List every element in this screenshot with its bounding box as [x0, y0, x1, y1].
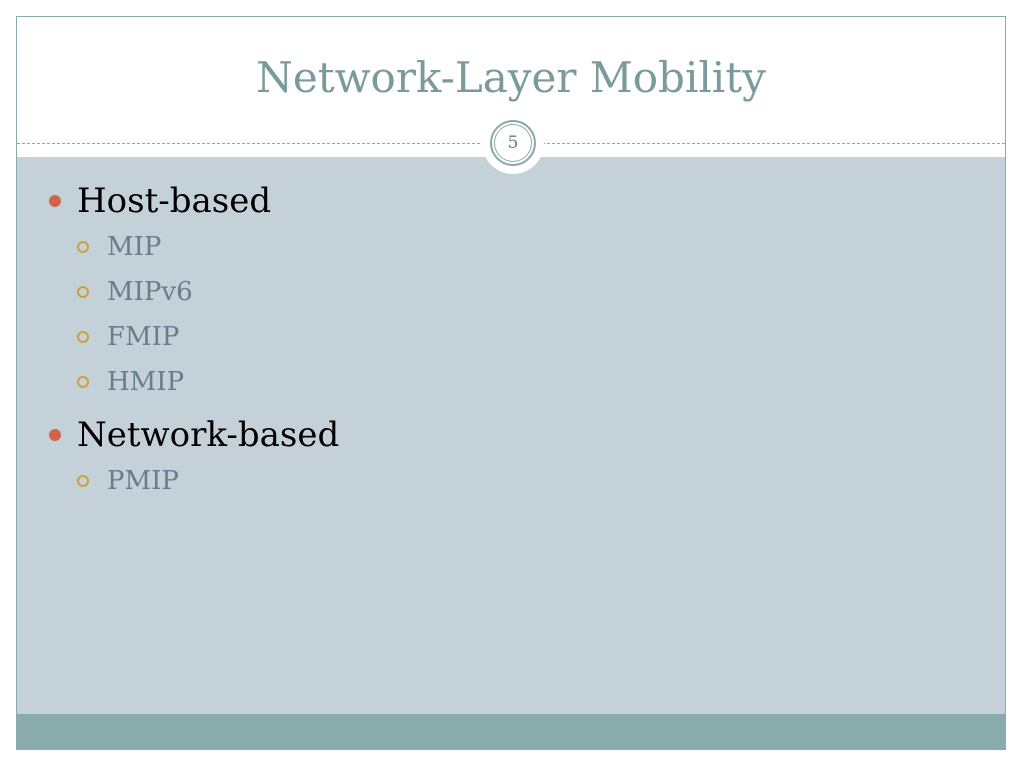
content-area — [17, 157, 1005, 717]
subitem-fmip: FMIP — [47, 315, 339, 360]
hollow-circle-icon — [77, 376, 89, 388]
page-number-badge: 5 — [482, 112, 544, 174]
filled-circle-icon — [49, 429, 61, 441]
hollow-circle-icon — [77, 241, 89, 253]
bullet-text: Network-based — [77, 415, 340, 455]
subitem-mip: MIP — [47, 225, 339, 270]
hollow-circle-icon — [77, 286, 89, 298]
page-number: 5 — [490, 120, 536, 166]
sublist-container: PMIP — [47, 459, 339, 504]
hollow-circle-icon — [77, 331, 89, 343]
subitem-text: PMIP — [107, 466, 179, 496]
footer-bar — [17, 714, 1005, 749]
subitem-text: HMIP — [107, 367, 185, 397]
subitem-mipv6: MIPv6 — [47, 270, 339, 315]
slide: Network-Layer Mobility 5 Host-based MIP … — [16, 16, 1006, 750]
subitem-text: MIPv6 — [107, 277, 193, 307]
bullet-text: Host-based — [77, 181, 272, 221]
hollow-circle-icon — [77, 475, 89, 487]
bullet-list: Host-based MIP MIPv6 FMIP HMIP — [47, 179, 339, 512]
subitem-text: FMIP — [107, 322, 180, 352]
sublist-container: MIP MIPv6 FMIP HMIP — [47, 225, 339, 405]
network-based-sublist: PMIP — [47, 459, 339, 504]
subitem-text: MIP — [107, 232, 162, 262]
filled-circle-icon — [49, 195, 61, 207]
subitem-hmip: HMIP — [47, 360, 339, 405]
bullet-item-host-based: Host-based — [47, 179, 339, 223]
bullet-item-network-based: Network-based — [47, 413, 339, 457]
slide-title: Network-Layer Mobility — [256, 53, 766, 102]
host-based-sublist: MIP MIPv6 FMIP HMIP — [47, 225, 339, 405]
subitem-pmip: PMIP — [47, 459, 339, 504]
